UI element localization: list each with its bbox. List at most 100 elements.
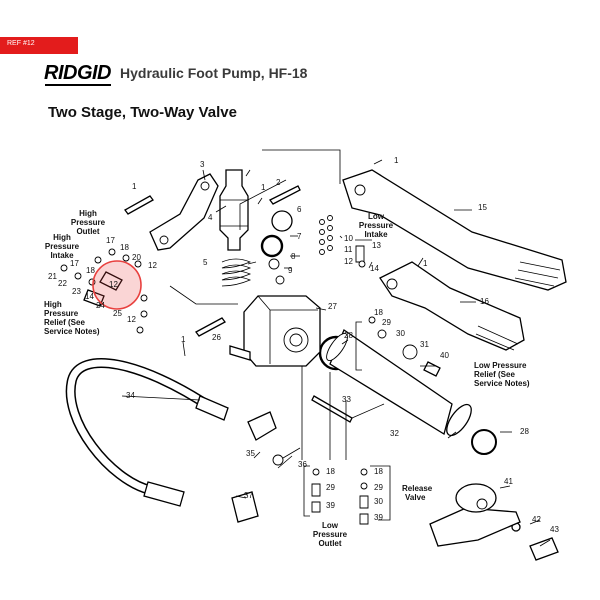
group-label-line: Pressure xyxy=(45,242,80,251)
washer-part xyxy=(275,275,285,285)
callout-33: 33 xyxy=(342,395,351,404)
release-screw-part xyxy=(359,513,369,525)
group-label-line: Low Pressure xyxy=(474,361,527,370)
group-label-line: Release xyxy=(402,484,433,493)
ref-tab-label: REF #12 xyxy=(7,40,35,47)
callout-20: 20 xyxy=(132,253,141,262)
pin-part xyxy=(124,195,154,215)
reservoir-cylinder-part xyxy=(326,329,472,437)
callout-21: 21 xyxy=(48,272,57,281)
screw-part xyxy=(182,159,424,357)
valve-spring-part xyxy=(377,329,387,339)
callout-14: 14 xyxy=(85,292,94,301)
group-label-line: Pressure xyxy=(44,309,79,318)
callout-28: 28 xyxy=(344,331,353,340)
group-label-release-valve: Release Valve xyxy=(402,484,433,502)
group-label-high-pressure-outlet: High Pressure Outlet xyxy=(71,209,106,236)
callout-5: 5 xyxy=(203,258,208,267)
ref-tab: REF #12 xyxy=(0,37,78,54)
callout-2: 2 xyxy=(276,178,281,187)
callout-9: 9 xyxy=(288,266,293,275)
callout-32: 32 xyxy=(390,429,399,438)
section-title: Two Stage, Two-Way Valve xyxy=(48,104,237,121)
group-label-line: Outlet xyxy=(318,539,341,548)
callout-18: 18 xyxy=(374,308,383,317)
outlet-ball-part xyxy=(312,468,320,476)
coupler-part xyxy=(231,491,259,523)
rod-part xyxy=(311,395,353,423)
washer-part xyxy=(268,258,280,270)
piston-part xyxy=(219,169,249,251)
callout-31: 31 xyxy=(420,340,429,349)
callout-26: 26 xyxy=(212,333,221,342)
callout-11: 11 xyxy=(344,245,353,254)
callout-12: 12 xyxy=(109,280,118,289)
group-label-line: Outlet xyxy=(76,227,99,236)
brand-logo: RIDGID xyxy=(44,62,112,84)
callout-29: 29 xyxy=(374,483,383,492)
callout-1: 1 xyxy=(261,183,266,192)
callout-43: 43 xyxy=(550,525,559,534)
brand-underline xyxy=(45,84,111,86)
connector-line xyxy=(301,366,347,460)
outlet-screw-part xyxy=(311,501,321,513)
group-label-line: Service Notes) xyxy=(474,379,530,388)
connector-line xyxy=(239,179,287,218)
callout-28: 28 xyxy=(520,427,529,436)
callout-4: 4 xyxy=(208,213,213,222)
callout-10: 10 xyxy=(344,234,353,243)
outlet-spring-part xyxy=(311,483,321,497)
callout-6: 6 xyxy=(297,205,302,214)
callout-29: 29 xyxy=(326,483,335,492)
callout-1: 1 xyxy=(132,182,137,191)
callout-12: 12 xyxy=(148,261,157,270)
callout-27: 27 xyxy=(328,302,337,311)
callout-42: 42 xyxy=(532,515,541,524)
group-label-high-pressure-intake: High Pressure Intake xyxy=(45,233,80,260)
group-label-line: Valve xyxy=(405,493,426,502)
group-label-line: High xyxy=(44,300,62,309)
callout-25: 25 xyxy=(113,309,122,318)
hose-part xyxy=(65,358,229,507)
callout-30: 30 xyxy=(374,497,383,506)
callout-18: 18 xyxy=(120,243,129,252)
group-label-line: Relief (See xyxy=(474,370,515,379)
group-label-low-pressure-outlet: Low Pressure Outlet xyxy=(313,521,348,548)
group-label-line: Low xyxy=(368,212,385,221)
callout-14: 14 xyxy=(370,264,379,273)
o-ring-part xyxy=(271,210,293,232)
group-label-line: Relief (See xyxy=(44,318,85,327)
callout-1: 1 xyxy=(394,156,399,165)
group-label-line: Pressure xyxy=(359,221,394,230)
knob-part xyxy=(529,537,559,561)
page-title: Hydraulic Foot Pump, HF-18 xyxy=(120,65,308,81)
callout-1: 1 xyxy=(423,259,428,268)
coupler-part xyxy=(247,411,277,441)
callout-3: 3 xyxy=(200,160,205,169)
pin-part xyxy=(195,317,226,337)
callout-29: 29 xyxy=(382,318,391,327)
callout-39: 39 xyxy=(326,501,335,510)
callout-16: 16 xyxy=(480,297,489,306)
release-ball-part xyxy=(360,468,368,476)
low-pressure-intake-stack xyxy=(319,215,366,268)
pin-part xyxy=(269,185,301,205)
group-label-line: Low xyxy=(322,521,339,530)
group-label-line: Intake xyxy=(50,251,74,260)
callout-12: 12 xyxy=(127,315,136,324)
callout-18: 18 xyxy=(86,266,95,275)
callout-15: 15 xyxy=(478,203,487,212)
callout-17: 17 xyxy=(106,236,115,245)
group-label-line: Pressure xyxy=(71,218,106,227)
valve-ball-part xyxy=(368,316,376,324)
group-label-line: Service Notes) xyxy=(44,327,100,336)
valve-ball-part xyxy=(136,326,144,334)
callout-numbers: 1 1 1 1 1 2 3 4 5 6 7 8 9 10 11 12 12 12… xyxy=(48,156,559,534)
pedal-linkage-part xyxy=(379,261,525,351)
link-arm-part xyxy=(149,173,219,251)
callout-8: 8 xyxy=(291,252,296,261)
callout-35: 35 xyxy=(246,449,255,458)
callout-22: 22 xyxy=(58,279,67,288)
callout-23: 23 xyxy=(72,287,81,296)
